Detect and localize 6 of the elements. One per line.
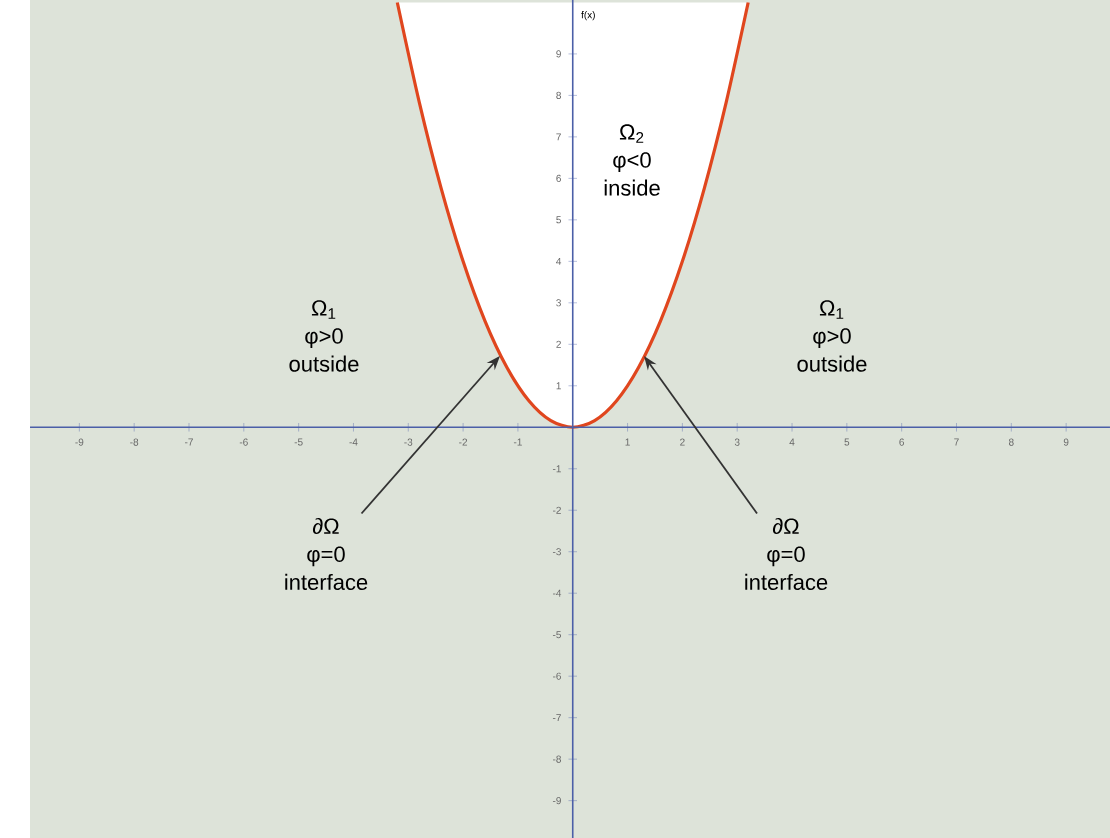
line-series (395, 0, 750, 429)
region-label: Ω$_{1}$ φ>0 outside (289, 300, 359, 372)
region-label: Ω$_{2}$ φ<0 inside (604, 124, 660, 196)
region-label: Ω$_{1}$ φ>0 outside (797, 300, 867, 372)
region-label: ∂Ω φ=0 interface (745, 517, 828, 590)
region-label: ∂Ω φ=0 interface (285, 517, 368, 590)
